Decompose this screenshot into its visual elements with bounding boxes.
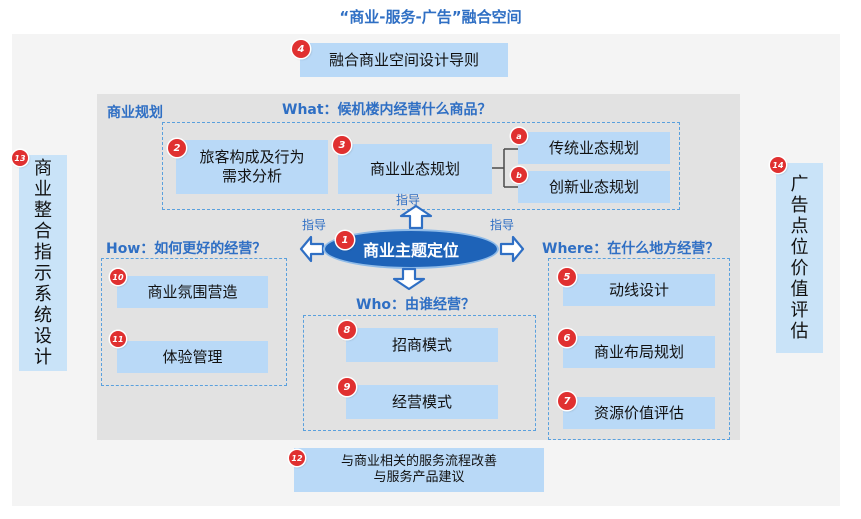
service-improvement-text: 与商业相关的服务流程改善与服务产品建议	[340, 453, 497, 485]
badge-3: 3	[333, 136, 351, 154]
investment-model-text: 招商模式	[391, 335, 452, 354]
badge-11: 11	[110, 331, 126, 347]
traditional-format-box: 传统业态规划	[518, 132, 670, 164]
what-label: What：候机楼内经营什么商品？	[282, 102, 492, 118]
badge-10: 10	[110, 269, 126, 285]
operation-model-text: 经营模式	[391, 392, 452, 411]
design-guideline-box: 融合商业空间设计导则	[300, 43, 508, 77]
badge-8: 8	[338, 321, 356, 339]
badge-b: b	[511, 167, 527, 183]
badge-4: 4	[292, 40, 310, 58]
flow-design-box: 动线设计	[563, 274, 715, 306]
passenger-analysis-box: 旅客构成及行为需求分析	[176, 140, 328, 194]
badge-14: 14	[770, 157, 786, 173]
commercial-planning-label: 商业规划	[107, 105, 163, 121]
experience-box: 体验管理	[117, 341, 268, 373]
right-arrow-icon	[499, 235, 525, 263]
flow-design-text: 动线设计	[608, 280, 669, 299]
theme-positioning-text: 商业主题定位	[362, 241, 459, 260]
experience-text: 体验管理	[162, 347, 223, 366]
how-section-border	[101, 258, 287, 386]
layout-planning-box: 商业布局规划	[563, 336, 715, 368]
guide-right-label: 指导	[490, 218, 515, 232]
guide-left-label: 指导	[302, 218, 327, 232]
badge-9: 9	[338, 378, 356, 396]
atmosphere-box: 商业氛围营造	[117, 276, 268, 308]
up-arrow-icon	[399, 204, 433, 230]
guide-top-label: 指导	[396, 193, 421, 207]
badge-a: a	[511, 128, 527, 144]
traditional-format-text: 传统业态规划	[548, 138, 639, 157]
down-arrow-icon	[392, 267, 426, 291]
badge-12: 12	[289, 450, 305, 466]
where-label: Where：在什么地方经营？	[542, 241, 720, 257]
layout-planning-text: 商业布局规划	[593, 342, 684, 361]
investment-model-box: 招商模式	[346, 328, 498, 362]
ad-value-text: 广告点位价值评估	[790, 174, 809, 342]
badge-6: 6	[558, 329, 576, 347]
where-section-border	[548, 258, 730, 440]
format-planning-box: 商业业态规划	[338, 144, 492, 194]
innovative-format-box: 创新业态规划	[518, 171, 670, 203]
design-guideline-text: 融合商业空间设计导则	[328, 50, 479, 69]
who-label: Who：由谁经营？	[356, 297, 476, 313]
left-arrow-icon	[299, 235, 325, 263]
badge-2: 2	[168, 139, 186, 157]
atmosphere-text: 商业氛围营造	[147, 282, 238, 301]
badge-1: 1	[336, 231, 354, 249]
guidance-system-panel: 商业整合指示系统设计	[19, 155, 67, 371]
badge-5: 5	[558, 268, 576, 286]
how-label: How：如何更好的经营？	[106, 241, 267, 257]
who-section-border	[303, 315, 536, 431]
passenger-analysis-text: 旅客构成及行为需求分析	[199, 148, 305, 185]
service-improvement-box: 与商业相关的服务流程改善与服务产品建议	[294, 448, 544, 492]
badge-13: 13	[12, 150, 28, 166]
format-planning-text: 商业业态规划	[369, 159, 460, 178]
format-connector	[492, 148, 518, 188]
badge-7: 7	[558, 392, 576, 410]
operation-model-box: 经营模式	[346, 385, 498, 419]
diagram-title: “商业-服务-广告”融合空间	[339, 8, 522, 26]
ad-value-panel: 广告点位价值评估	[776, 163, 823, 353]
resource-value-text: 资源价值评估	[593, 403, 684, 422]
guidance-system-text: 商业整合指示系统设计	[34, 158, 52, 368]
innovative-format-text: 创新业态规划	[548, 177, 639, 196]
resource-value-box: 资源价值评估	[563, 397, 715, 429]
